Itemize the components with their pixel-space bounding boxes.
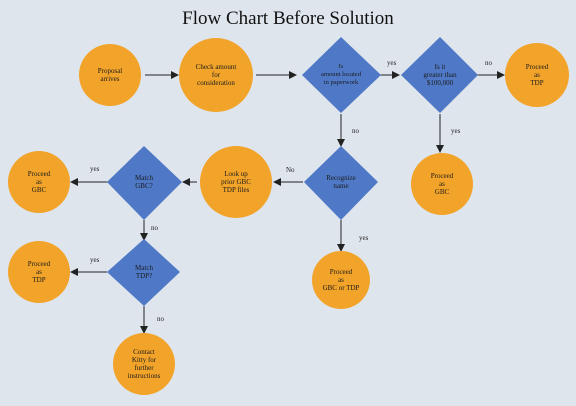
edge-label-no-match-tdp: no [157,315,164,323]
proceed-tdp-top-node [505,43,569,107]
check-amount-label: Check amount for consideration [195,63,237,87]
greater-than-diamond [401,37,478,113]
greater-than-label: Is it greater than $100,000 [423,63,457,87]
proceed-gbc-left-label: Proceed as GBC [27,170,51,194]
proceed-tdp-left-label: Proceed as TDP [27,260,51,284]
check-amount-node [179,38,253,112]
proposal-arrives-label: Proposal arrives [97,67,123,83]
match-gbc-label: Match GBC? [135,174,153,190]
proceed-tdp-top-label: Proceed as TDP [525,63,549,87]
lookup-files-node [200,146,272,218]
edge-label-no-amount: no [352,127,359,135]
proposal-arrives-node [79,44,141,106]
lookup-files-label: Look up prior GBC TDP files [221,170,251,194]
page-title: Flow Chart Before Solution [182,8,394,29]
edge-label-no-match-gbc: no [151,224,158,232]
match-tdp-label: Match TDP? [135,264,153,280]
proceed-gbc-right-node [411,153,473,215]
proceed-tdp-left-node [8,241,70,303]
proceed-gbc-or-tdp-node [312,251,370,309]
proceed-gbc-or-tdp-label: Proceed as GBC or TDP [322,268,360,292]
recognize-name-label: Recognize name [326,174,356,190]
edge-label-no-greater: no [485,59,492,67]
edge-label-yes-recognize: yes [359,234,369,242]
edge-label-no-recognize: No [286,166,295,174]
amount-located-label: Is amount located in paperwork [321,63,361,86]
edge-label-yes-match-tdp: yes [90,256,100,264]
proceed-gbc-left-node [8,151,70,213]
edge-label-yes-greater: yes [451,127,461,135]
amount-located-diamond [302,37,381,113]
match-gbc-diamond [107,146,182,220]
edge-label-yes-amount: yes [387,59,397,67]
contact-kitty-node [113,333,175,395]
recognize-name-diamond [304,146,378,220]
edge-label-yes-match-gbc: yes [90,165,100,173]
contact-kitty-label: Contact Kitty for further instructions [127,348,161,380]
match-tdp-diamond [107,239,180,306]
proceed-gbc-right-label: Proceed as GBC [430,172,454,196]
